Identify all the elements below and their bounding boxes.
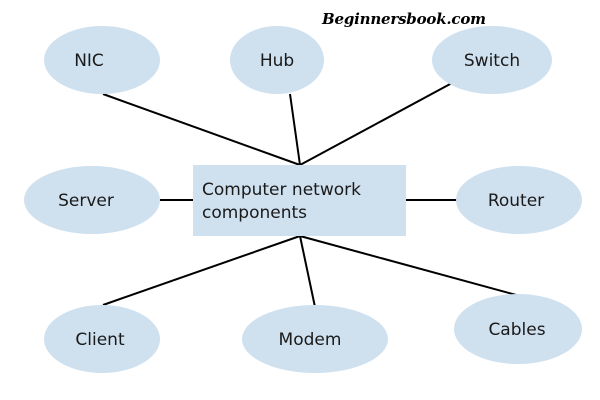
node-router-label: Router — [488, 191, 544, 211]
node-server-shape — [24, 166, 160, 234]
center-label-line1: Computer network — [202, 180, 361, 200]
connector-nic — [102, 93, 301, 166]
node-client: Client — [44, 305, 160, 373]
node-nic: NIC — [44, 26, 160, 94]
node-nic-shape — [44, 26, 160, 94]
node-modem-label: Modem — [279, 330, 342, 350]
node-client-label: Client — [75, 330, 125, 350]
node-cables-label: Cables — [488, 320, 545, 340]
node-modem: Modem — [242, 305, 388, 373]
node-nic-label: NIC — [74, 51, 104, 71]
connector-hub — [289, 93, 301, 166]
node-server-label: Server — [58, 191, 114, 211]
node-cables-shape — [454, 294, 582, 364]
node-router: Router — [456, 166, 582, 234]
node-client-shape — [44, 305, 160, 373]
connectors — [102, 82, 521, 308]
node-server: Server — [24, 166, 160, 234]
node-modem-shape — [242, 305, 388, 373]
node-hub-shape — [230, 26, 324, 94]
center-label-line2: components — [202, 203, 307, 223]
node-switch-label: Switch — [464, 51, 520, 71]
connector-modem — [299, 235, 316, 308]
node-router-shape — [456, 166, 582, 234]
connector-cables — [299, 235, 521, 297]
node-switch-shape — [432, 26, 552, 94]
connector-client — [102, 235, 301, 306]
node-cables: Cables — [454, 294, 582, 364]
node-hub-label: Hub — [260, 51, 294, 71]
node-switch: Switch — [432, 26, 552, 94]
site-watermark: Beginnersbook.com — [322, 10, 486, 28]
center-box — [193, 165, 406, 236]
node-hub: Hub — [230, 26, 324, 94]
center-node: Computer network components — [193, 165, 406, 236]
connector-switch — [299, 82, 453, 166]
